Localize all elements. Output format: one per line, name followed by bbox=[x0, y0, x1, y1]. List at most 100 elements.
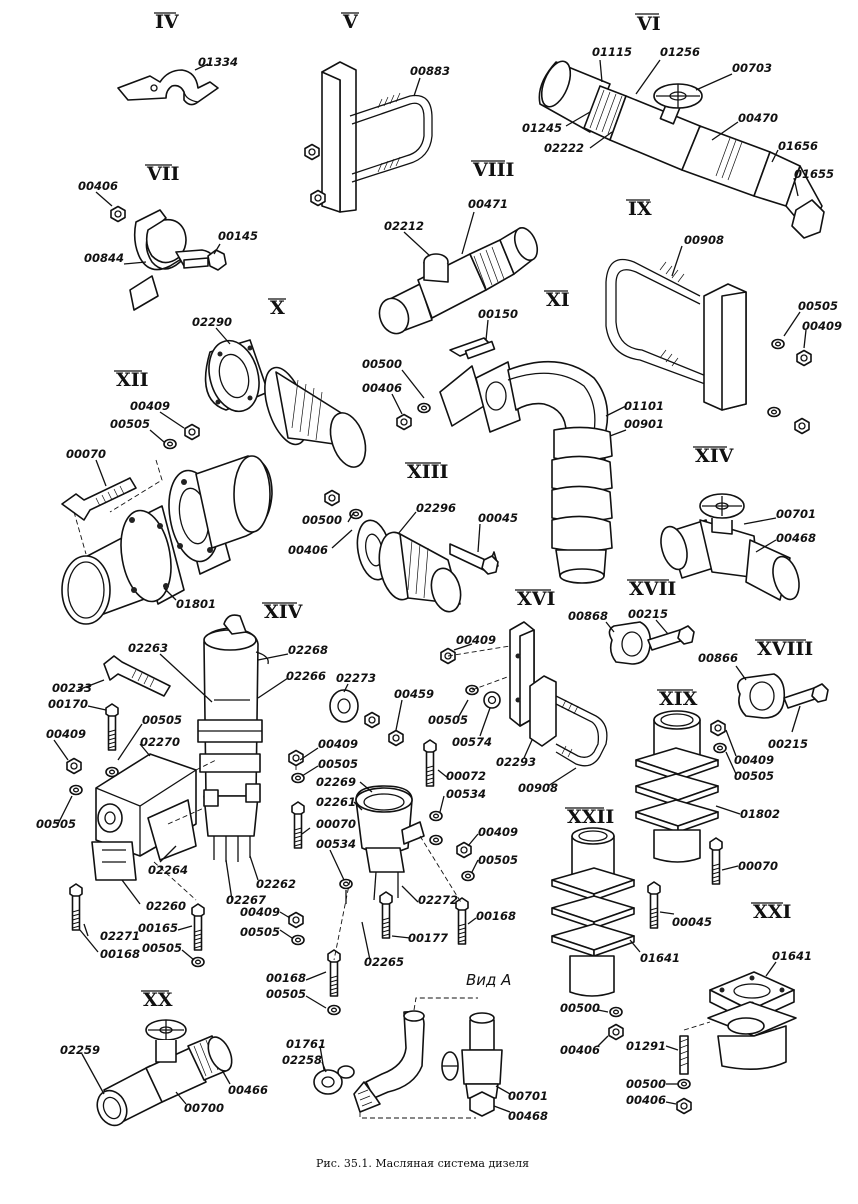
part-label: 00505 bbox=[318, 757, 358, 771]
part-label: 02269 bbox=[316, 775, 356, 789]
part-label: 02261 bbox=[316, 795, 356, 809]
section-title-v: V bbox=[342, 11, 359, 33]
part-label: 00500 bbox=[362, 357, 402, 371]
part-label: 00070 bbox=[738, 859, 778, 873]
part-label: 02268 bbox=[288, 643, 328, 657]
part-label: 00534 bbox=[446, 787, 486, 801]
part-label: 00406 bbox=[362, 381, 402, 395]
section-title-xvii: XVII bbox=[629, 578, 676, 600]
part-xiii-small-flange: 00500 00406 02296 00045 bbox=[288, 489, 518, 613]
part-label: 02293 bbox=[496, 755, 536, 769]
section-title-xx: XX bbox=[143, 989, 173, 1011]
part-viii-valve-union: 02212 00471 bbox=[378, 197, 539, 335]
part-label: 00409 bbox=[802, 319, 842, 333]
section-titles: IV V VI VII VIII IX X XI XII XIII XIV XI… bbox=[114, 11, 813, 1011]
part-label: 00908 bbox=[684, 233, 724, 247]
part-label: 00701 bbox=[776, 507, 816, 521]
part-label: 02258 bbox=[282, 1053, 322, 1067]
part-label: 02290 bbox=[192, 315, 232, 329]
part-label: 02273 bbox=[336, 671, 376, 685]
part-label: 00468 bbox=[776, 531, 816, 545]
part-label: 00534 bbox=[316, 837, 356, 851]
part-label: 00165 bbox=[138, 921, 178, 935]
section-title-iv: IV bbox=[155, 11, 180, 33]
part-label: 00070 bbox=[316, 817, 356, 831]
section-title-xviii: XVIII bbox=[757, 638, 813, 660]
part-label: 00170 bbox=[48, 697, 88, 711]
part-label: 02222 bbox=[544, 141, 584, 155]
part-label: 00505 bbox=[142, 713, 182, 727]
section-title-xix: XIX bbox=[659, 688, 698, 710]
part-label: 00500 bbox=[302, 513, 342, 527]
part-label: 00505 bbox=[478, 853, 518, 867]
part-label: 00505 bbox=[142, 941, 182, 955]
section-title-xii: XII bbox=[116, 369, 149, 391]
part-label: 00409 bbox=[456, 633, 496, 647]
part-label: 02271 bbox=[100, 929, 140, 943]
part-label: 02265 bbox=[364, 955, 404, 969]
part-label: 00233 bbox=[52, 681, 92, 695]
section-title-xvi: XVI bbox=[517, 588, 555, 610]
part-view-a-elbow-valve: 01761 02258 00701 00468 bbox=[282, 997, 548, 1123]
part-label: 00908 bbox=[518, 781, 558, 795]
part-label: 00505 bbox=[36, 817, 76, 831]
part-xi-elbow-hose: 00150 00500 00406 01101 00901 bbox=[362, 307, 664, 584]
part-label: 01801 bbox=[176, 597, 216, 611]
part-label: 01761 bbox=[286, 1037, 326, 1051]
section-title-ix: IX bbox=[628, 198, 652, 220]
part-label: 00470 bbox=[738, 111, 778, 125]
view-a-label: Вид А bbox=[466, 971, 511, 989]
part-label: 02272 bbox=[418, 893, 458, 907]
part-label: 00700 bbox=[184, 1101, 224, 1115]
part-label: 00168 bbox=[476, 909, 516, 923]
part-label: 00868 bbox=[568, 609, 608, 623]
part-label: 00505 bbox=[734, 769, 774, 783]
part-label: 00409 bbox=[478, 825, 518, 839]
section-title-vii: VII bbox=[146, 163, 180, 185]
part-label: 00406 bbox=[78, 179, 118, 193]
part-label: 00505 bbox=[110, 417, 150, 431]
part-label: 00409 bbox=[240, 905, 280, 919]
part-iv-clamp: 01334 bbox=[117, 55, 238, 106]
section-title-viii: VIII bbox=[472, 159, 515, 181]
part-label: 00215 bbox=[628, 607, 668, 621]
part-label: 00500 bbox=[560, 1001, 600, 1015]
part-label: 00883 bbox=[410, 64, 450, 78]
part-label: 00574 bbox=[452, 735, 492, 749]
part-label: 02267 bbox=[226, 893, 266, 907]
part-label: 01655 bbox=[794, 167, 834, 181]
part-xxii-flange-tube: 00045 01641 00500 00406 bbox=[551, 827, 712, 1057]
part-label: 00409 bbox=[130, 399, 170, 413]
section-title-xxi: XXI bbox=[753, 901, 791, 923]
part-label: 02262 bbox=[256, 877, 296, 891]
part-label: 00701 bbox=[508, 1089, 548, 1103]
section-title-xiii: XIII bbox=[407, 461, 449, 483]
part-xvii-clamp: 00868 00215 bbox=[568, 607, 695, 665]
part-label: 00703 bbox=[732, 61, 772, 75]
part-label: 00505 bbox=[428, 713, 468, 727]
part-label: 01334 bbox=[198, 55, 238, 69]
part-label: 00045 bbox=[478, 511, 518, 525]
part-label: 01641 bbox=[640, 951, 680, 965]
part-label: 00459 bbox=[394, 687, 434, 701]
part-ix-u-bolt-bracket: 00908 00505 00409 bbox=[605, 233, 842, 435]
part-label: 00409 bbox=[318, 737, 358, 751]
figure-caption: Рис. 35.1. Масляная система дизеля bbox=[316, 1157, 529, 1170]
part-xiv-tee-valve: 00701 00468 bbox=[660, 493, 816, 601]
part-label: 00844 bbox=[84, 251, 124, 265]
part-vi-valve-pipe: 01115 01256 00703 01245 02222 00470 0165… bbox=[522, 45, 834, 239]
part-label: 00145 bbox=[218, 229, 258, 243]
part-label: 02259 bbox=[60, 1043, 100, 1057]
part-xii-flange-joint: 00409 00505 00070 01801 bbox=[61, 399, 273, 625]
part-label: 02264 bbox=[148, 863, 188, 877]
part-label: 00177 bbox=[408, 931, 448, 945]
part-label: 02296 bbox=[416, 501, 456, 515]
part-label: 01641 bbox=[772, 949, 812, 963]
part-label: 00045 bbox=[672, 915, 712, 929]
section-title-xiv-top: XIV bbox=[695, 445, 735, 467]
part-xx-tee-valve: 02259 00700 00466 bbox=[60, 1019, 268, 1127]
part-label: 01101 bbox=[624, 399, 664, 413]
part-xix-flanged-sleeve: 00409 00505 01802 00070 bbox=[635, 710, 780, 885]
part-label: 00406 bbox=[626, 1093, 666, 1107]
